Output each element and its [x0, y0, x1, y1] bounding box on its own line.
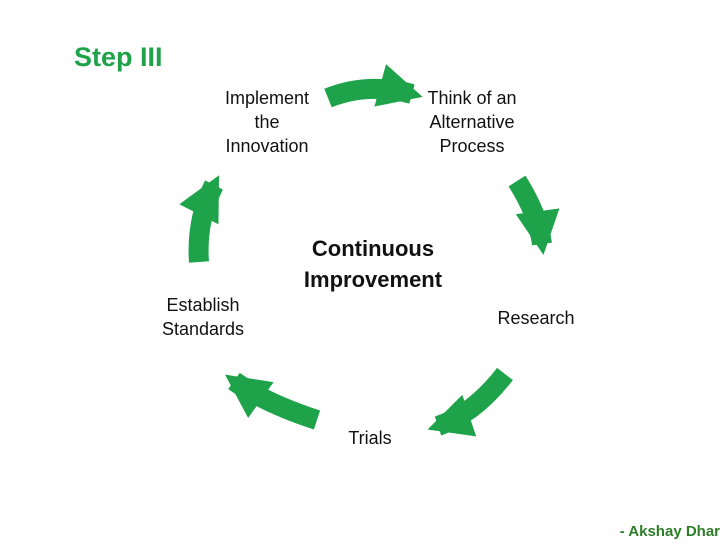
arrow-establish-to-implement: [179, 175, 223, 263]
center-label: Continuous Improvement: [303, 236, 443, 292]
node-establish-standards: Establish Standards: [161, 295, 245, 339]
node-research: Research: [497, 308, 575, 328]
arrow-research-to-trials: [427, 367, 513, 437]
node-implement-the-innovation: Implement the Innovation: [224, 88, 310, 156]
node-trials: Trials: [348, 428, 392, 448]
node-think-of-an-alternative-process: Think of an Alternative Process: [427, 88, 517, 156]
arrow-trials-to-establish: [225, 372, 321, 430]
arrow-think-to-research: [508, 175, 560, 255]
author-credit: - Akshay Dhar: [619, 523, 720, 540]
arrow-implement-to-think: [324, 64, 423, 108]
step-title: Step III: [74, 42, 163, 72]
